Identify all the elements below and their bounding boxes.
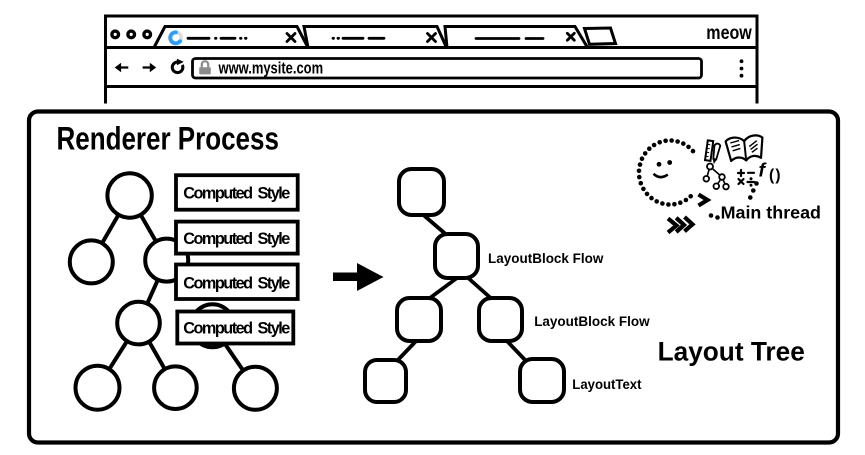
svg-text:Computed Style: Computed Style — [183, 185, 290, 203]
svg-text:Layout Tree: Layout Tree — [658, 337, 805, 367]
svg-text:LayoutBlock Flow: LayoutBlock Flow — [534, 313, 649, 329]
svg-text:LayoutText: LayoutText — [572, 376, 642, 392]
svg-text:Computed Style: Computed Style — [183, 230, 290, 248]
svg-text:f: f — [759, 160, 768, 182]
svg-text:LayoutBlock Flow: LayoutBlock Flow — [488, 250, 603, 266]
svg-text:(): () — [769, 167, 782, 184]
svg-text:Computed Style: Computed Style — [183, 319, 290, 337]
svg-text:www.mysite.com: www.mysite.com — [218, 58, 323, 77]
svg-text:meow: meow — [706, 23, 752, 44]
svg-text:Renderer Process: Renderer Process — [57, 121, 279, 157]
svg-text:Computed Style: Computed Style — [183, 274, 290, 292]
svg-text:Main thread: Main thread — [721, 203, 821, 223]
